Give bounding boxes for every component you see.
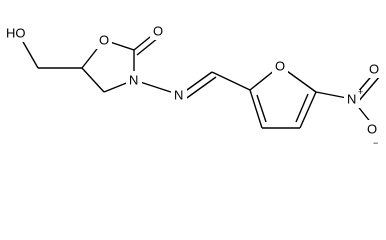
atom-ring-nitrogen: N	[129, 73, 138, 88]
atom-labels: HO O O N N O N + O O −	[2, 22, 382, 148]
bond-fc5-fc4	[299, 91, 317, 129]
bond-fc3-fc2	[249, 89, 263, 129]
bond-n-ch-double-b	[183, 76, 217, 101]
atom-carbonyl-oxygen: O	[153, 24, 163, 39]
bonds	[17, 32, 381, 129]
bond-fc2-fc3-inner	[256, 94, 267, 123]
atom-furan-oxygen: O	[275, 59, 285, 74]
atom-imine-nitrogen: N	[174, 88, 183, 103]
atom-ring-oxygen: O	[99, 33, 109, 48]
nitro-nitrogen-charge: +	[358, 87, 363, 97]
atom-hydroxyl: HO	[6, 26, 26, 41]
atom-nitro-oxygen-double: O	[369, 62, 379, 77]
bond-c2-o-double-b	[136, 37, 159, 56]
atom-nitro-nitrogen: N	[347, 92, 356, 107]
atom-nitro-oxygen-single: O	[367, 122, 377, 137]
bond-c4-c5	[81, 67, 105, 93]
bond-ch-furan	[211, 71, 251, 91]
nitro-oxygen-charge: −	[373, 138, 378, 148]
bond-fc4-fc5-inner	[295, 93, 309, 123]
bond-n-o-double-b	[356, 75, 381, 104]
chemical-structure: HO O O N N O N + O O −	[2, 22, 382, 148]
